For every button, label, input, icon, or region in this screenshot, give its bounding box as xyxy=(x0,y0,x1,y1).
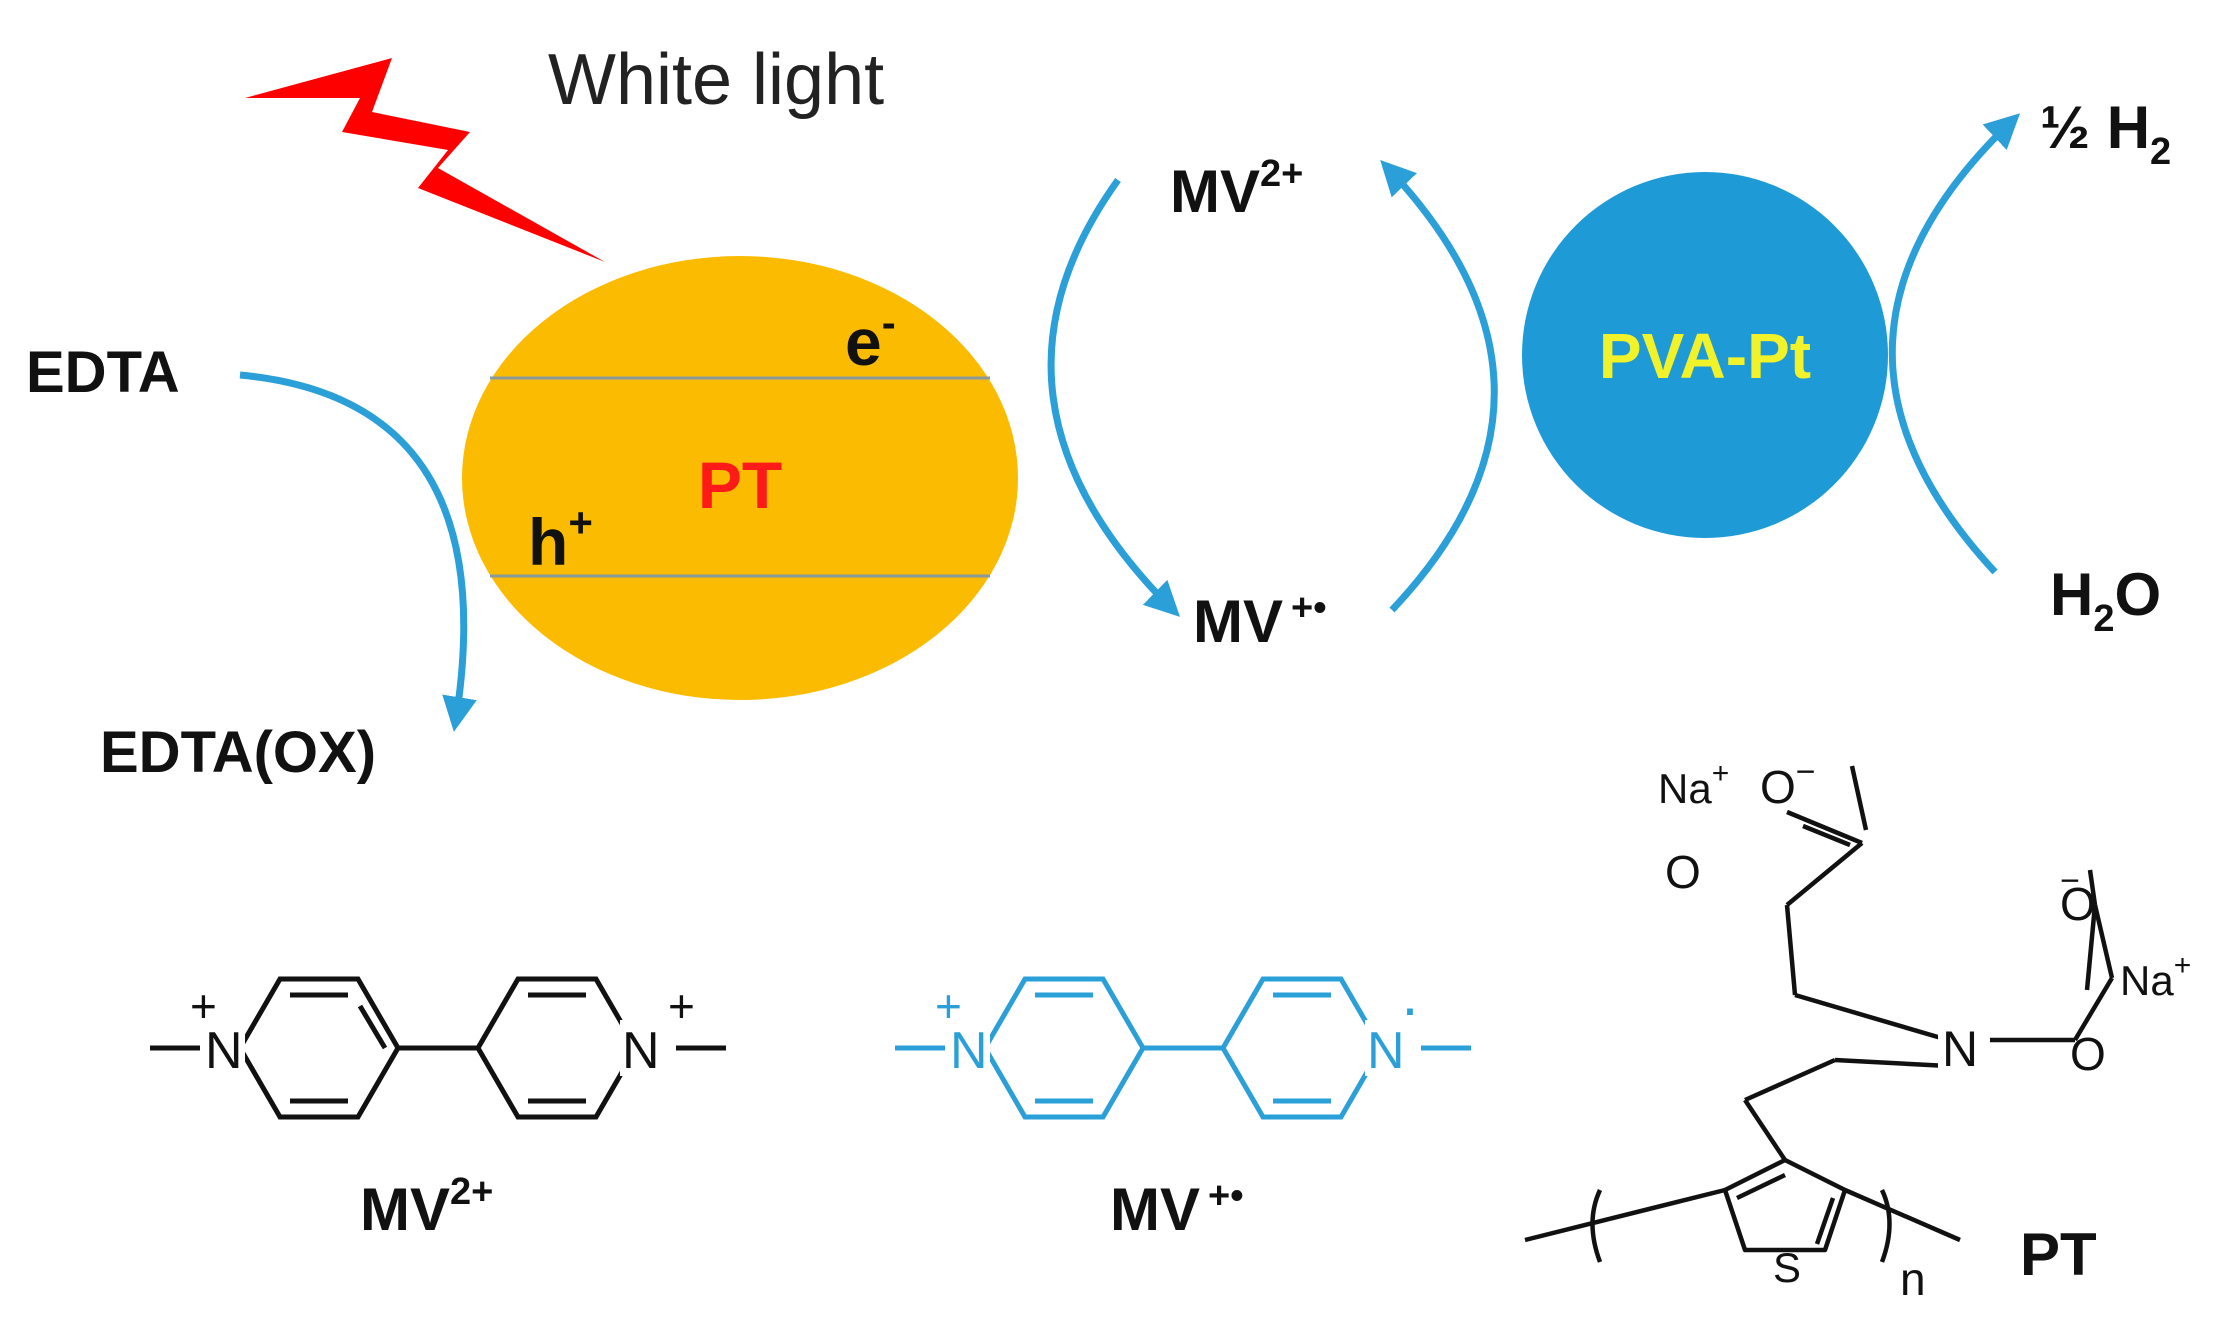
mv-oxidation-arrow xyxy=(1380,159,1498,613)
pt-sulfur: S xyxy=(1773,1244,1801,1291)
electron-label: e- xyxy=(845,299,896,379)
reaction-scheme: White light PT e- h+ EDTA EDTA(OX) MV2+ … xyxy=(26,40,2171,785)
mv2-charge-left: + xyxy=(190,980,217,1032)
mv2-n-left-mask xyxy=(203,1020,245,1076)
pt-polymer-structure xyxy=(1524,765,2115,1263)
mv-radical-charge-left: + xyxy=(935,980,962,1032)
pt-polymer-caption: PT xyxy=(2020,1221,2097,1288)
pt-amine-n: N xyxy=(1942,1021,1978,1077)
mv-reduction-arrow xyxy=(1047,177,1180,617)
pt-oxide-top: O− xyxy=(1760,753,1816,813)
h2-label: ½ H2 xyxy=(2040,94,2171,173)
pt-repeat-n: n xyxy=(1900,1253,1926,1305)
pt-carbonyl-top: O xyxy=(1665,846,1701,898)
edta-oxidation-arrow xyxy=(239,371,477,732)
light-label: White light xyxy=(548,40,884,120)
mv2-caption: MV2+ xyxy=(360,1171,493,1243)
edta-label: EDTA xyxy=(26,340,180,405)
mv2-n-right: N xyxy=(622,1022,660,1080)
mv2-structure xyxy=(150,976,726,1120)
mv-radical-n-right-mask xyxy=(1365,1020,1407,1076)
mv2-charge-right: + xyxy=(668,980,695,1032)
mv-radical-n-left-mask xyxy=(948,1020,990,1076)
pt-sodium-top: Na+ xyxy=(1658,757,1729,812)
mv-radical-label: MV+• xyxy=(1193,587,1327,655)
pt-sodium-right: Na+ xyxy=(2120,949,2191,1004)
pt-oxide-right: −O xyxy=(2060,862,2096,930)
pva-pt-catalyst: PVA-Pt xyxy=(1522,172,1888,538)
h2-evolution-arrow xyxy=(1888,113,2021,575)
pt-n-mask xyxy=(1938,1020,1984,1072)
mv2-label: MV2+ xyxy=(1170,153,1303,225)
mv2-n-left: N xyxy=(205,1022,243,1080)
water-label: H2O xyxy=(2050,561,2161,640)
pt-carbonyl-right: O xyxy=(2070,1028,2106,1080)
mv-radical-dot: · xyxy=(1400,974,1420,1041)
pva-pt-label: PVA-Pt xyxy=(1599,320,1811,392)
edta-ox-label: EDTA(OX) xyxy=(100,720,376,785)
pt-particle-label: PT xyxy=(698,448,782,522)
mv-radical-caption: MV+• xyxy=(1110,1175,1244,1243)
pt-particle: PT e- h+ xyxy=(462,256,1018,700)
mv2-n-right-mask xyxy=(620,1020,662,1076)
mv-radical-n-right: N xyxy=(1367,1022,1405,1080)
pt-polymer-atoms: Na+ O− O −O Na+ O N S n PT xyxy=(1658,753,2191,1305)
mv-radical-structure xyxy=(895,976,1471,1120)
hole-label: h+ xyxy=(528,499,593,579)
mv-radical-n-left: N xyxy=(950,1022,988,1080)
